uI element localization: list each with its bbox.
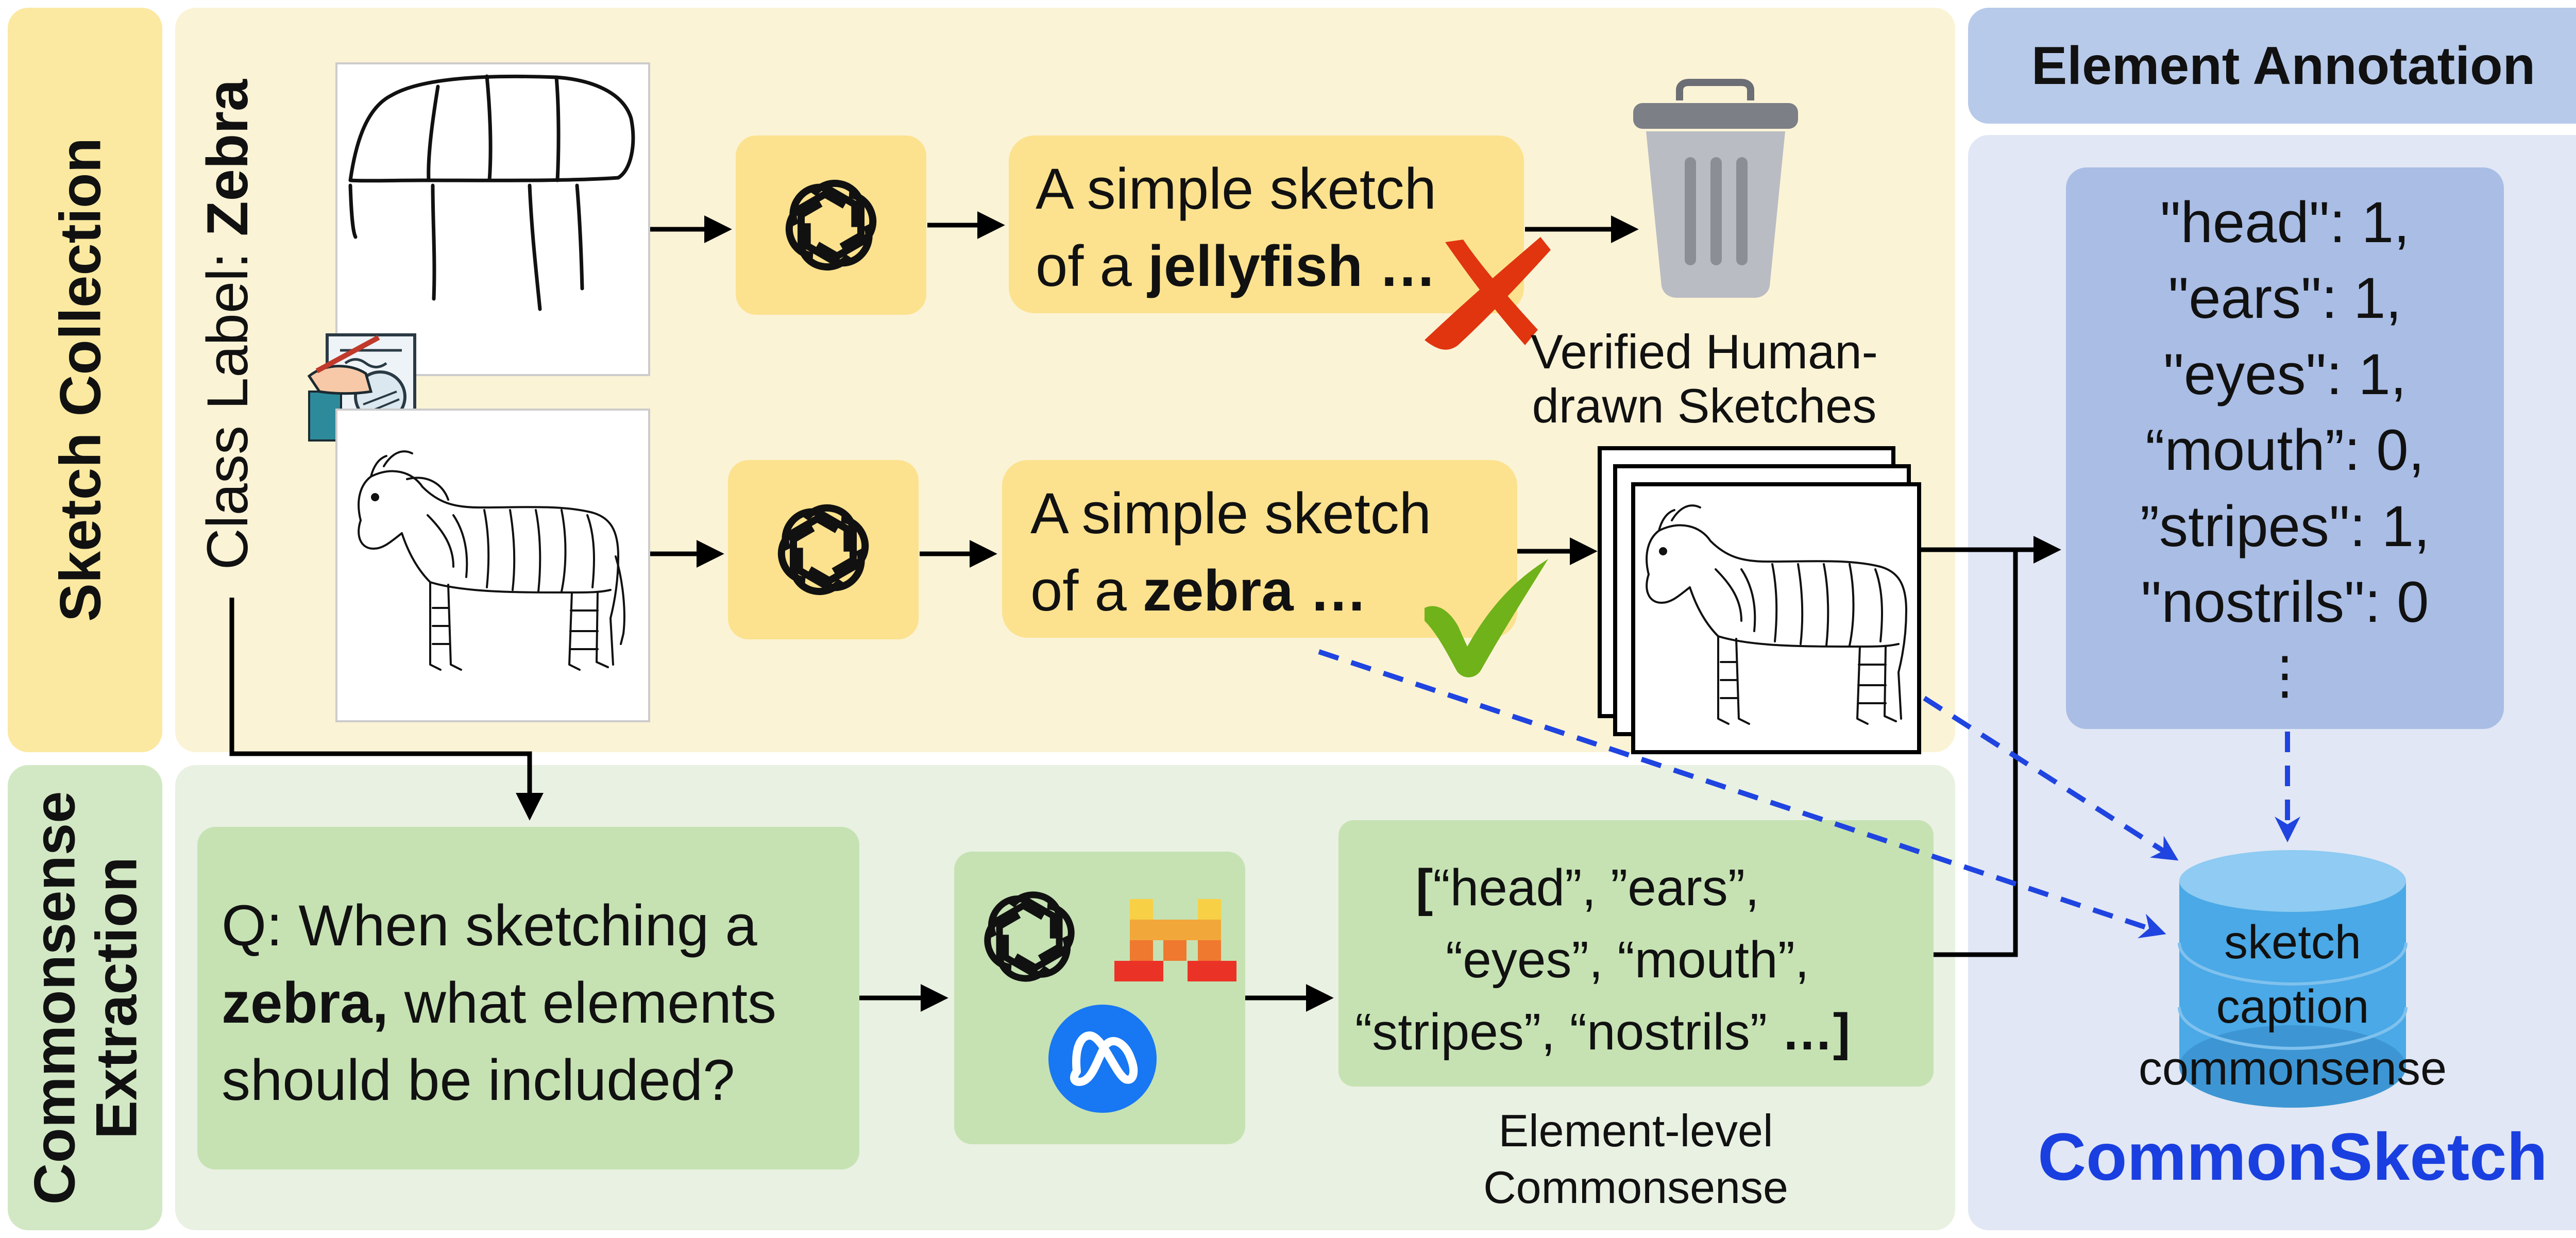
- element-list-box: [1338, 820, 1934, 1087]
- prompt-accepted-line2: of a zebra …: [1030, 558, 1367, 623]
- question-line3: should be included?: [222, 1048, 735, 1112]
- prompt-rejected-bold: jellyfish …: [1147, 234, 1436, 298]
- element-list-line1: [“head”, ”ears”,: [1416, 859, 1759, 917]
- prompt-accepted-line1: A simple sketch: [1030, 481, 1431, 546]
- annotation-line-head: "head": 1,: [2160, 190, 2410, 255]
- x-mark-icon: [1425, 237, 1551, 350]
- openai-logo-icon: [785, 180, 877, 270]
- element-list-line2: “eyes”, “mouth”,: [1446, 931, 1809, 989]
- element-annotation-header: [1968, 8, 2576, 124]
- class-label: Class Label: Zebra: [195, 79, 260, 570]
- element-list-bracket-open: [: [1416, 859, 1433, 917]
- section-commonsense-line1: Commonsense: [23, 791, 87, 1205]
- database-icon: [2178, 850, 2408, 1108]
- class-to-question-line: [229, 598, 544, 821]
- question-box: [197, 827, 859, 1169]
- element-list-ellipsis: …]: [1782, 1003, 1850, 1061]
- openai-logo-icon: [777, 504, 869, 595]
- section-element-annotation: Element Annotation: [2031, 36, 2535, 96]
- annotation-more: ⋮: [2259, 647, 2311, 704]
- element-list-line3: “stripes”, “nostrils” …]: [1355, 1003, 1850, 1061]
- class-label-value: Zebra: [195, 79, 260, 236]
- verified-label-line1: Verified Human-: [1531, 325, 1878, 379]
- element-list-items-1: “head”, ”ears”,: [1433, 859, 1759, 917]
- section-commonsense-line2: Extraction: [84, 857, 149, 1139]
- sketch-zebra: [335, 409, 650, 722]
- question-bold: zebra,: [222, 971, 388, 1035]
- dashed-arrow-prompt-to-db: [1318, 649, 2166, 939]
- trash-can-icon: [1633, 79, 1798, 298]
- element-level-line1: Element-level: [1498, 1105, 1773, 1156]
- class-label-prefix: Class Label:: [195, 236, 260, 570]
- check-mark-icon: [1425, 559, 1548, 677]
- commonsketch-title: CommonSketch: [2038, 1119, 2548, 1194]
- mistral-logo-icon: [1114, 899, 1236, 981]
- sketch-rejected: [335, 62, 650, 376]
- verified-zebra-drawing: [1646, 504, 1907, 725]
- gpt-box-rejected: [736, 135, 926, 315]
- commonsense-label-panel: [8, 765, 162, 1230]
- annotation-box: [2066, 167, 2504, 729]
- meta-logo-icon: [1048, 1005, 1157, 1113]
- question-rest: what elements: [388, 971, 776, 1035]
- section-sketch-collection: Sketch Collection: [48, 138, 113, 622]
- prompt-accepted-bold: zebra …: [1143, 558, 1367, 623]
- element-level-line2: Commonsense: [1483, 1162, 1788, 1213]
- db-line3: commonsense: [2139, 1042, 2447, 1095]
- question-line2: zebra, what elements: [222, 971, 776, 1035]
- prompt-accepted-box: [1002, 460, 1517, 638]
- sketch-rejected-drawing: [348, 74, 635, 311]
- element-list-items-3: “stripes”, “nostrils”: [1355, 1003, 1782, 1061]
- openai-logo-icon: [984, 891, 1075, 982]
- gpt-box-accepted: [728, 460, 919, 639]
- db-line2: caption: [2216, 980, 2369, 1033]
- verified-label-line2: drawn Sketches: [1532, 379, 1877, 433]
- prompt-rejected-line1: A simple sketch: [1036, 157, 1436, 221]
- annotation-line-stripes: ”stripes": 1,: [2140, 494, 2430, 558]
- annotation-line-nostrils: "nostrils": 0: [2141, 570, 2429, 634]
- annotation-line-ears: "ears": 1,: [2168, 266, 2401, 330]
- elements-to-annotation-line: [1934, 550, 2018, 957]
- db-line1: sketch: [2224, 916, 2361, 969]
- prompt-rejected-box: [1009, 135, 1524, 313]
- prompt-rejected-line2: of a jellyfish …: [1036, 234, 1436, 298]
- annotation-line-mouth: “mouth”: 0,: [2145, 418, 2425, 482]
- prompt-rejected-prefix: of a: [1036, 234, 1148, 298]
- question-line1: Q: When sketching a: [222, 893, 757, 958]
- annotation-line-eyes: "eyes": 1,: [2163, 342, 2406, 406]
- prompt-accepted-prefix: of a: [1030, 558, 1143, 623]
- sketch-collection-label-panel: [8, 8, 162, 752]
- dashed-arrow-verified-to-db: [1923, 696, 2179, 861]
- sketch-zebra-drawing: [358, 450, 625, 671]
